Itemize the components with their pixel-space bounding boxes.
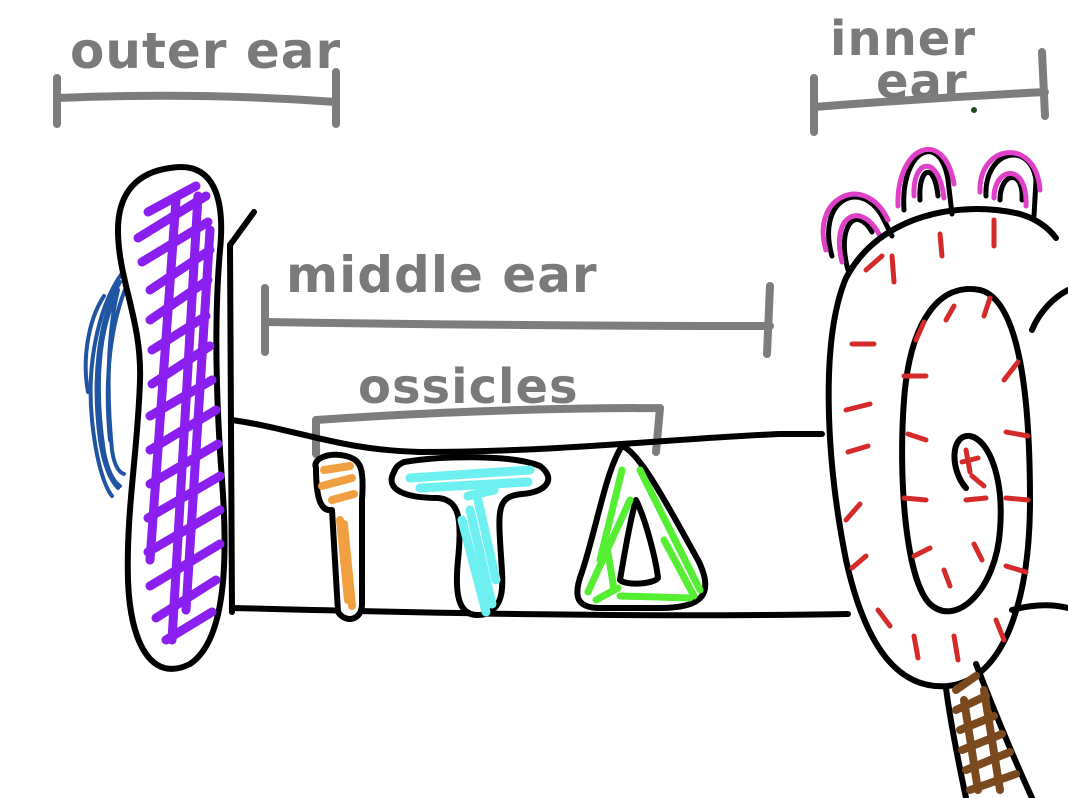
middle-ear-top-line <box>229 417 825 455</box>
incus <box>388 454 552 619</box>
auditory-nerve <box>943 661 1035 798</box>
middle-ear-wall-left <box>227 242 235 615</box>
semicircular-canals <box>820 146 1043 273</box>
pinna-scribble <box>83 266 132 498</box>
middle-ear-bottom-line <box>229 605 851 619</box>
middle-ear-label: middle ear <box>286 246 598 304</box>
inner-ear-bracket <box>810 48 1049 136</box>
outer-ear-bracket <box>53 68 340 128</box>
middle-ear-bracket <box>261 282 774 358</box>
cochlea <box>825 206 1068 690</box>
eardrum <box>114 163 228 672</box>
stray-dot <box>971 107 977 113</box>
malleus <box>312 451 366 622</box>
outer-ear-label: outer ear <box>70 22 341 80</box>
inner-ear-label-line1: inner <box>830 11 976 67</box>
ear-canal-top-tick <box>227 209 257 248</box>
stapes <box>574 443 709 611</box>
